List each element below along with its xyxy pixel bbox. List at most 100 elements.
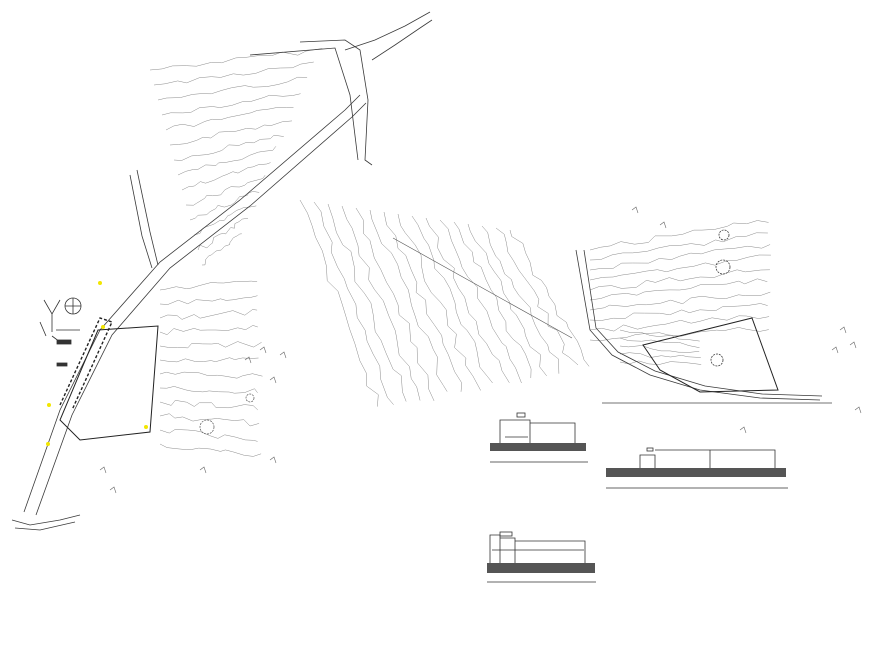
section-a-ground: [490, 443, 586, 451]
terrain-mark: [839, 326, 847, 334]
contours-right-plan: [589, 220, 771, 365]
contour-line: [481, 225, 560, 374]
yellow-markers: [46, 281, 148, 446]
contour-line: [327, 203, 407, 402]
contour-line: [355, 207, 435, 402]
contour-line: [161, 93, 301, 116]
contours-middle-slope: [299, 199, 590, 407]
marker-dot: [98, 281, 102, 285]
contour-line: [149, 48, 323, 71]
section-c-building: [489, 534, 586, 563]
section-b: [606, 447, 788, 489]
road-junction: [299, 39, 373, 166]
contour-line: [173, 134, 284, 161]
road-edge-upper: [23, 94, 361, 513]
contours-left-plan: [149, 48, 323, 457]
marker-dot: [144, 425, 148, 429]
road-tail-b: [14, 521, 76, 531]
contour-line: [159, 413, 260, 427]
contour-line: [411, 215, 493, 384]
terrain-mark: [109, 486, 117, 494]
section-a-building: [499, 419, 576, 443]
contour-line: [159, 371, 263, 379]
terrain-mark: [854, 406, 862, 414]
contour-line: [159, 280, 258, 291]
contour-line: [589, 254, 771, 281]
parcel-boundary-right: [642, 317, 779, 393]
section-a-roof: [516, 412, 526, 418]
terrain-mark: [259, 346, 267, 354]
contour-line: [159, 400, 258, 411]
terrain-mark: [659, 221, 667, 229]
contour-line: [589, 315, 770, 332]
contour-line: [589, 303, 768, 321]
contour-line: [589, 244, 771, 271]
terrain-mark: [99, 466, 107, 474]
marker-dot: [101, 325, 105, 329]
contour-line: [189, 191, 260, 221]
connector-line: [392, 237, 573, 339]
contour-line: [589, 327, 769, 342]
section-c-ground: [487, 563, 595, 573]
tree-cluster: [718, 229, 730, 241]
terrain-mark: [199, 466, 207, 474]
section-b-building: [639, 449, 776, 468]
contour-line: [159, 309, 258, 320]
terrain-mark: [269, 376, 277, 384]
contour-line: [197, 217, 249, 251]
contour-line: [159, 357, 259, 363]
contour-line: [153, 61, 314, 86]
section-a: [490, 412, 588, 463]
contour-line: [619, 360, 702, 365]
contour-line: [157, 76, 308, 101]
contour-line: [159, 386, 258, 394]
section-c: [487, 531, 596, 583]
contour-line: [467, 223, 547, 377]
contour-line: [589, 269, 770, 291]
tree-cluster: [715, 259, 731, 275]
contour-line: [619, 345, 700, 353]
marker-dot: [46, 442, 50, 446]
contour-line: [619, 329, 700, 342]
contour-line: [589, 220, 769, 251]
section-b-ground: [606, 468, 786, 477]
site-plan-right: [575, 229, 832, 404]
terrain-mark: [269, 456, 277, 464]
road-spur: [136, 169, 159, 266]
left-tree-clusters: [199, 393, 255, 435]
north-arrow-icon: [43, 299, 61, 332]
contour-line: [313, 201, 394, 405]
contour-line: [177, 146, 277, 176]
contour-line: [589, 278, 768, 301]
contour-line: [619, 352, 701, 358]
section-c-roof: [499, 531, 513, 537]
contour-line: [425, 217, 510, 383]
contour-line: [159, 325, 258, 335]
tree-cluster: [245, 393, 255, 403]
contour-line: [159, 341, 262, 349]
contour-line: [589, 232, 768, 261]
tree-cluster: [710, 353, 724, 367]
contour-line: [299, 199, 379, 407]
contour-line: [159, 295, 258, 305]
contour-line: [165, 107, 294, 131]
misc-marks: [99, 206, 862, 494]
contour-line: [181, 162, 271, 191]
section-b-roof: [646, 447, 654, 452]
terrain-mark: [279, 351, 287, 359]
contour-line: [397, 213, 481, 391]
parcel-hatch: [59, 317, 113, 411]
road-edge-lower: [35, 102, 367, 516]
contour-line: [169, 120, 293, 146]
contour-line: [439, 219, 522, 384]
terrain-mark: [631, 206, 639, 214]
right-road-lower: [583, 249, 823, 397]
contour-line: [589, 291, 771, 311]
contour-line: [193, 205, 257, 236]
parcel-boundary-left: [59, 325, 159, 441]
compass-circle-icon: [64, 297, 82, 315]
contour-line: [383, 211, 463, 392]
road-spur-b: [129, 174, 153, 269]
